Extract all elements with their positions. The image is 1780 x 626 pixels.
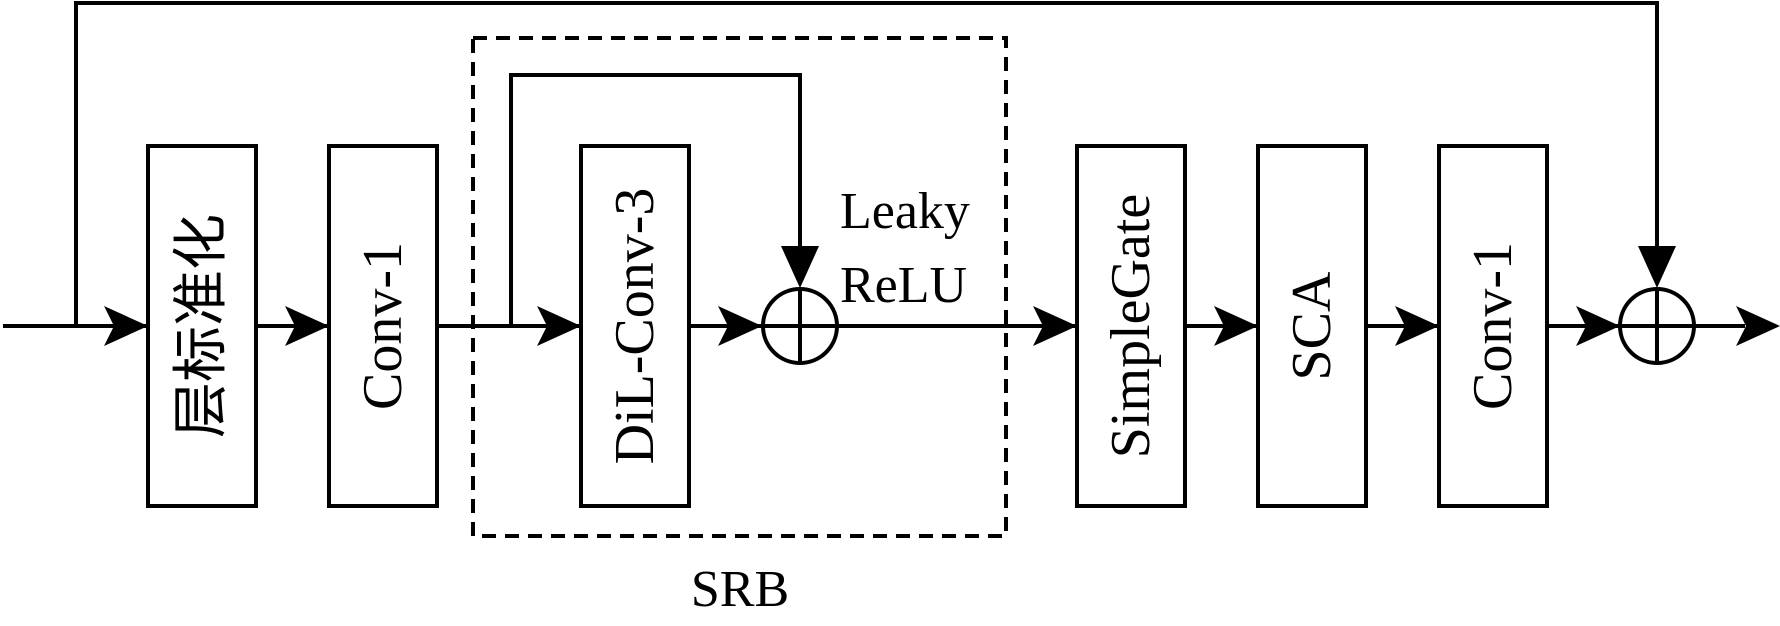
dil-conv3-block: DiL-Conv-3 <box>579 144 691 508</box>
sca-box <box>1256 144 1368 508</box>
layer-norm-box <box>146 144 258 508</box>
arrow-sca-to-conv1 <box>1395 306 1439 346</box>
simple-gate-label: SimpleGate <box>1100 194 1162 458</box>
leaky-relu-label-line2: ReLU <box>840 257 967 314</box>
conv1-first-block: Conv-1 <box>327 144 439 508</box>
arrow-conv1-to-dilconv3 <box>537 306 581 346</box>
leaky-relu-label-line1: Leaky <box>840 183 970 240</box>
layer-norm-label: 层标准化 <box>171 214 233 438</box>
simple-gate-block: SimpleGate <box>1075 144 1187 508</box>
inner-add-node <box>761 287 839 365</box>
arrow-conv1-to-add <box>1576 306 1620 346</box>
srb-group-boundary <box>471 36 1008 538</box>
conv1-last-label: Conv-1 <box>1462 242 1524 410</box>
arrow-relu-to-simplegate <box>1033 306 1077 346</box>
conv1-first-label: Conv-1 <box>352 242 414 410</box>
simple-gate-box <box>1075 144 1187 508</box>
layer-norm-block: 层标准化 <box>146 144 258 508</box>
outer-add-node <box>1618 287 1696 365</box>
arrow-simplegate-to-sca <box>1214 306 1258 346</box>
sca-label: SCA <box>1281 271 1343 380</box>
arrow-layernorm-to-conv1 <box>285 306 329 346</box>
srb-group-label: SRB <box>691 561 789 618</box>
inner-skip-connection <box>509 73 802 326</box>
dil-conv3-label: DiL-Conv-3 <box>604 188 666 465</box>
arrow-dilconv3-to-add <box>718 306 762 346</box>
arrow-output <box>1736 306 1780 346</box>
inner-skip-arrowhead <box>781 246 819 288</box>
dil-conv3-box <box>579 144 691 508</box>
arrow-input-to-layernorm <box>104 306 148 346</box>
conv1-last-block: Conv-1 <box>1437 144 1549 508</box>
conv1-last-box <box>1437 144 1549 508</box>
outer-skip-connection <box>74 1 1659 326</box>
conv1-first-box <box>327 144 439 508</box>
sca-block: SCA <box>1256 144 1368 508</box>
outer-skip-arrowhead <box>1638 246 1676 288</box>
